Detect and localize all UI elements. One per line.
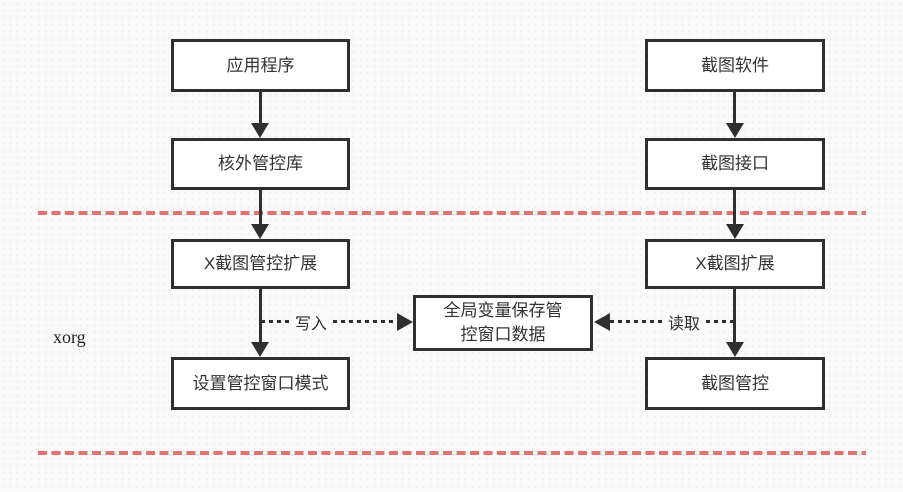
node-screenshot-software: 截图软件 <box>645 39 825 92</box>
edge-label-write: 写入 <box>290 310 332 334</box>
arrowhead-down-icon <box>251 342 269 357</box>
node-x-screenshot-extension-label: X截图扩展 <box>695 254 775 273</box>
node-screenshot-control: 截图管控 <box>645 357 825 410</box>
node-application-label: 应用程序 <box>226 55 295 75</box>
arrow-shaft <box>733 289 736 342</box>
arrowhead-left-icon <box>594 313 610 331</box>
node-application: 应用程序 <box>171 39 350 92</box>
node-x-screenshot-control-extension: X截图管控扩展 <box>171 239 350 289</box>
arrowhead-down-icon <box>726 342 744 357</box>
node-x-screenshot-extension: X截图扩展 <box>645 239 825 289</box>
node-screenshot-control-label: 截图管控 <box>701 373 769 393</box>
node-screenshot-software-label: 截图软件 <box>701 55 769 75</box>
arrow-shaft <box>259 289 262 342</box>
xorg-region-label: xorg <box>53 327 86 347</box>
node-set-control-window-mode: 设置管控窗口模式 <box>171 357 350 410</box>
arrowhead-down-icon <box>726 123 744 138</box>
arrow-shaft <box>733 190 736 224</box>
node-external-control-library-label: 核外管控库 <box>218 154 303 173</box>
arrow-shaft <box>259 92 262 123</box>
arrowhead-down-icon <box>251 224 269 239</box>
arrowhead-right-icon <box>397 313 413 331</box>
divider-dashed-bottom <box>38 451 866 455</box>
node-external-control-library: 核外管控库 <box>171 138 350 190</box>
node-set-control-window-mode-label: 设置管控窗口模式 <box>192 373 329 393</box>
node-screenshot-interface: 截图接口 <box>645 138 825 190</box>
node-global-variable-store-label: 全局变量保存管控窗口数据 <box>443 301 563 344</box>
arrowhead-down-icon <box>726 224 744 239</box>
node-screenshot-interface-label: 截图接口 <box>701 154 769 173</box>
edge-label-read: 读取 <box>663 310 705 334</box>
node-x-screenshot-control-extension-label: X截图管控扩展 <box>203 254 318 273</box>
divider-dashed-top <box>38 211 866 215</box>
arrow-shaft <box>733 92 736 123</box>
arrowhead-down-icon <box>251 123 269 138</box>
node-global-variable-store: 全局变量保存管控窗口数据 <box>413 295 593 351</box>
arrow-shaft <box>259 190 262 224</box>
